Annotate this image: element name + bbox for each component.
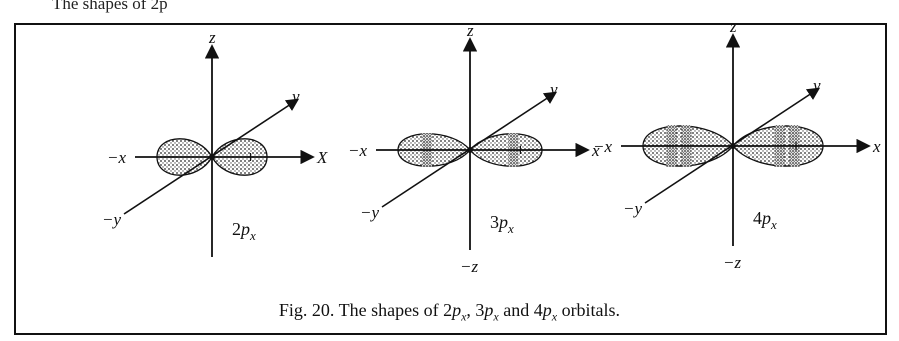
x-label: X [316, 148, 328, 167]
x-label: x [872, 137, 881, 156]
neg-y-label: −y [360, 203, 379, 222]
neg-z-label: −z [723, 253, 741, 272]
y-label: y [811, 76, 821, 95]
neg-x-label: −x [107, 148, 126, 167]
caption-3px: 3px and [475, 300, 534, 324]
origin-dot [467, 147, 473, 153]
axes-2px [123, 44, 315, 257]
origin-dot [730, 143, 736, 149]
orbital-label-2px: 2px [232, 219, 256, 243]
y-label: y [290, 87, 300, 106]
z-label: z [466, 21, 474, 40]
origin-dot [209, 154, 215, 160]
caption-2px: 2px, [443, 300, 476, 324]
figure-caption: Fig. 20. The shapes of 2px, 3px and 4px … [0, 300, 899, 325]
z-label: z [729, 17, 737, 36]
top-caption-fragment: The shapes of 2p [52, 0, 168, 13]
y-label: y [548, 80, 558, 99]
orbital-label-3px: 3px [490, 212, 514, 236]
x-label: x [591, 141, 600, 160]
neg-y-label: −y [623, 199, 642, 218]
figure-frame [14, 23, 887, 335]
neg-x-label: −x [348, 141, 367, 160]
axes-4px [621, 33, 871, 246]
z-label: z [208, 28, 216, 47]
caption-4px: 4px orbitals. [533, 300, 621, 324]
orbital-label-4px: 4px [753, 208, 777, 232]
caption-prefix: Fig. 20. The shapes of [278, 300, 444, 320]
orbital-diagram-2px: z y −y X −x 2px [102, 28, 328, 257]
neg-z-label: −z [460, 257, 478, 276]
axes-3px [376, 37, 590, 250]
neg-x-label: −x [593, 137, 612, 156]
neg-y-label: −y [102, 210, 121, 229]
orbital-diagram-3px: z −z y −y x −x 3px [348, 21, 600, 276]
